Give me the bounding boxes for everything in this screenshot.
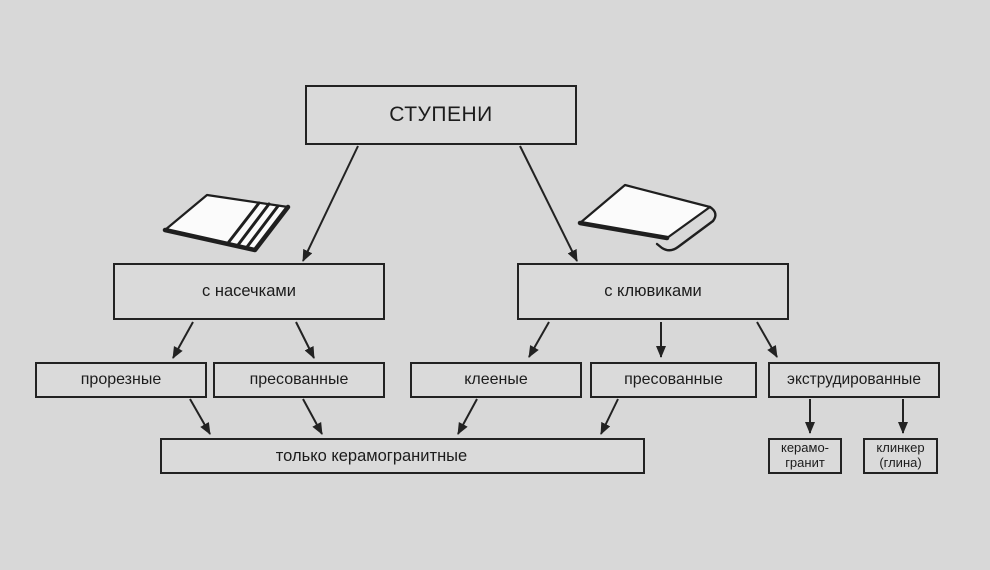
node-presovannye-left: пресованные — [213, 362, 385, 398]
node-stupeni: СТУПЕНИ — [305, 85, 577, 145]
node-presovannye-right-label: пресованные — [624, 371, 723, 389]
node-s-nasechkami-label: с насечками — [202, 282, 296, 301]
nosed-tile-icon — [577, 183, 717, 252]
node-presovannye-right: пресованные — [590, 362, 757, 398]
node-klinker-line2: (глина) — [879, 455, 922, 470]
notched-tile-icon — [162, 193, 291, 253]
node-keramogranit-line1: керамо- — [780, 440, 830, 456]
node-klinker: клинкер (глина) — [863, 438, 938, 474]
node-klinker-line1: клинкер — [876, 440, 925, 456]
node-proreznye-label: прорезные — [80, 371, 162, 389]
node-stupeni-label: СТУПЕНИ — [389, 103, 493, 127]
node-keramogranit: керамо- гранит — [768, 438, 842, 474]
node-tolko-keramogranitnye: только керамогранитные — [160, 438, 645, 474]
node-proreznye: прорезные — [35, 362, 207, 398]
node-s-klyuvikami: с клювиками — [517, 263, 789, 320]
node-ekstrudirovannye-label: экструдированные — [787, 371, 921, 389]
node-s-nasechkami: с насечками — [113, 263, 385, 320]
node-s-klyuvikami-label: с клювиками — [604, 282, 702, 301]
node-presovannye-left-label: пресованные — [249, 371, 349, 389]
node-kleenye: клееные — [410, 362, 582, 398]
node-ekstrudirovannye: экструдированные — [768, 362, 940, 398]
connector-arrows — [172, 145, 908, 435]
node-tolko-keramogranitnye-label: только керамогранитные — [275, 446, 468, 465]
node-keramogranit-line2: гранит — [785, 455, 825, 470]
node-kleenye-label: клееные — [464, 371, 528, 389]
